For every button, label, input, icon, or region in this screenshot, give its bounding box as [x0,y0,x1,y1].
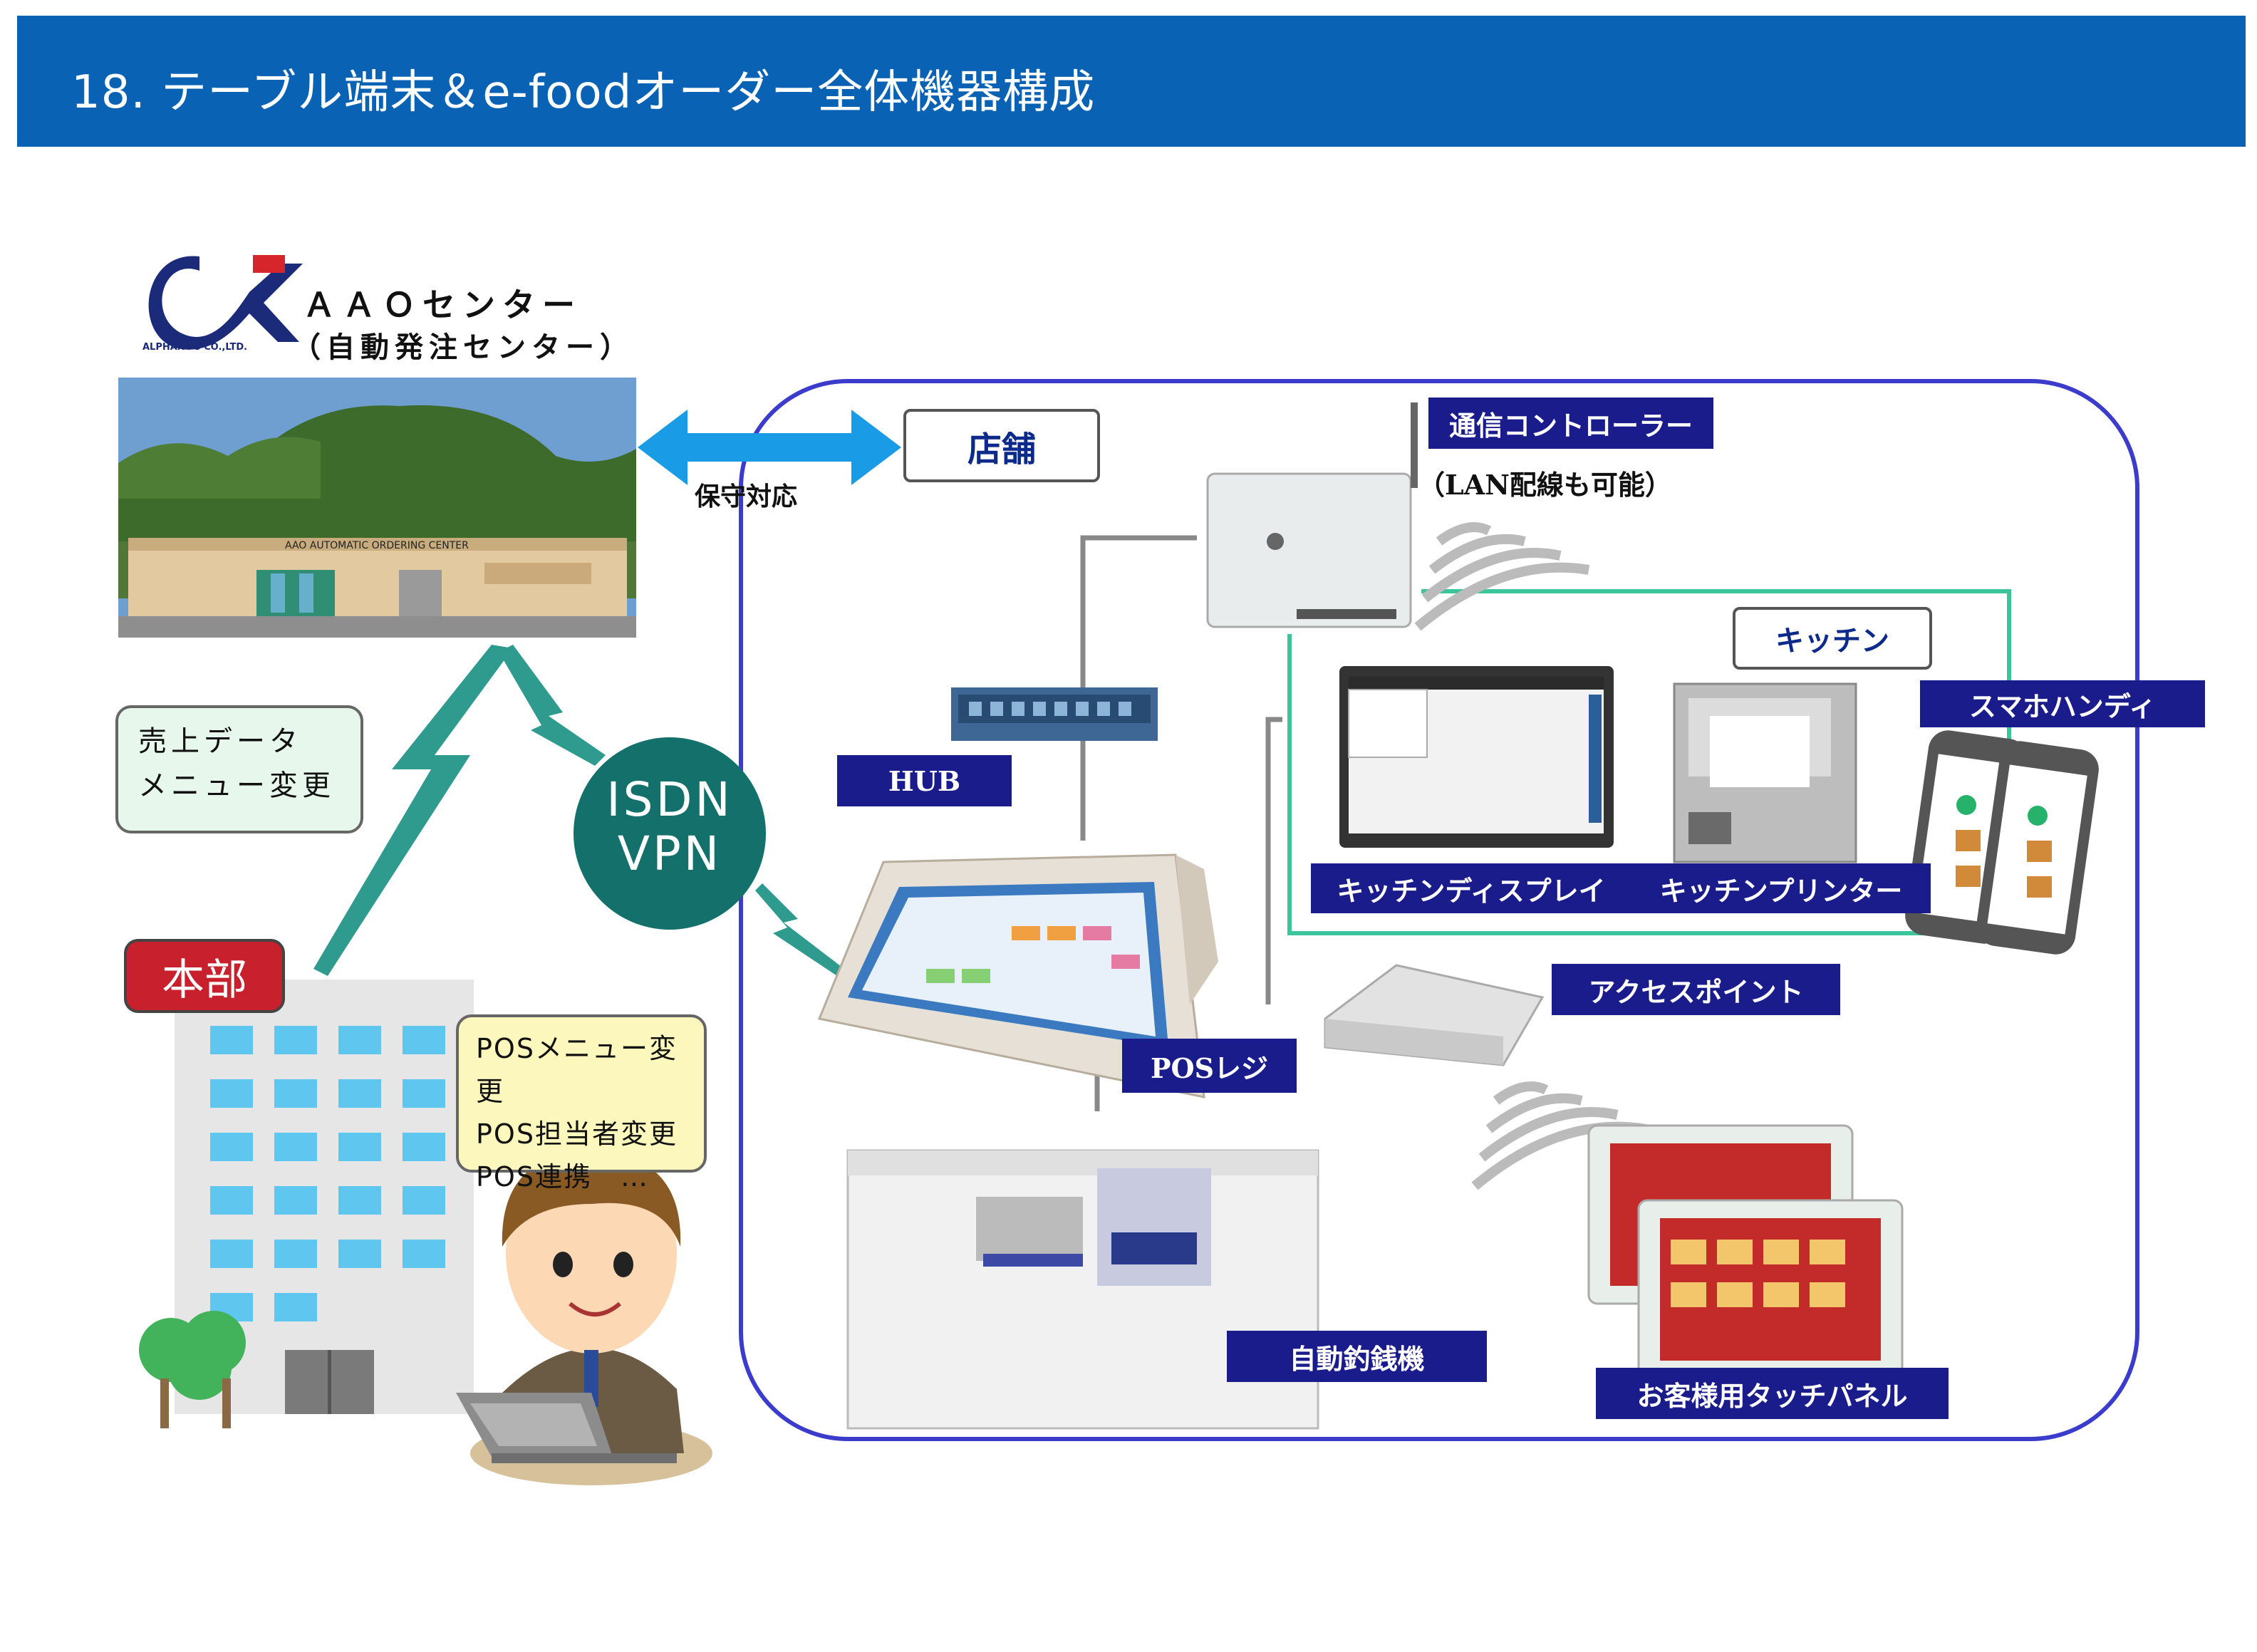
kitchen-display-icon [1339,666,1614,848]
bolt-aao-isdn [499,645,606,766]
bolt-hq-aao [313,645,513,976]
building-sign: AAO AUTOMATIC ORDERING CENTER [285,540,469,551]
smartphone-label: スマホハンディ [1920,680,2205,727]
kitchen-printer-label: キッチンプリンター [1631,863,1931,913]
isdn-vpn-circle [574,737,766,930]
store-label: 店舗 [903,409,1100,482]
aao-building-photo [118,378,636,638]
bolt-isdn-pos [755,883,844,976]
controller-note: （LAN配線も可能） [1418,469,1672,501]
kitchen-label: キッチン [1733,607,1932,670]
menu-change-line: メニュー変更 [138,769,335,802]
pos-staff-change-line: POS担当者変更 [476,1118,678,1150]
access-point-label: アクセスポイント [1552,964,1840,1015]
hub-device-icon [951,687,1158,741]
kitchen-display-label: キッチンディスプレイ [1311,863,1631,913]
hq-building-icon [139,980,474,1428]
isdn-vpn-label: ISDN VPN [574,773,766,881]
maintenance-label: 保守対応 [695,482,798,511]
change-machine-label: 自動釣銭機 [1227,1331,1487,1382]
pos-cable [1265,717,1282,1004]
operator-person-icon [456,1150,712,1485]
pos-integration-line: POS連携 … [476,1161,649,1193]
kitchen-printer-icon [1673,682,1857,863]
hq-label: 本部 [124,939,285,1013]
hub-label: HUB [837,755,1012,806]
access-point-icon [1324,964,1545,1066]
smartphone-icon [1905,730,2099,955]
alpha-logo-caption: ALPHAX FS CO.,LTD. [142,342,248,353]
controller-label: 通信コントローラー [1428,398,1713,449]
alpha-logo-icon [148,255,303,350]
touch-panel-label: お客様用タッチパネル [1596,1368,1949,1419]
page-title: 18. テーブル端末＆e-foodオーダー全体機器構成 [71,66,1096,119]
pos-label: POSレジ [1122,1039,1297,1093]
aao-center-title: ＡＡＯセンター [303,286,582,324]
isdn-label: ISDN [606,772,733,827]
hq-operations-note: POSメニュー変更 POS担当者変更 POS連携 … [456,1014,707,1193]
vpn-label: VPN [617,826,722,881]
aao-center-subtitle: （自動発注センター） [292,331,634,364]
maintenance-arrow [638,410,901,485]
store-boundary [739,379,2139,1441]
sales-data-line: 売上データ [138,725,302,758]
controller-wifi-waves [1414,522,1590,631]
pos-menu-change-line: POSメニュー変更 [476,1033,678,1107]
change-machine-icon [846,1149,1319,1430]
touch-panel-icon [1587,1124,1904,1380]
pos-terminal-icon [817,853,1218,1098]
controller-device-icon [1206,402,1418,628]
sales-data-note: 売上データ メニュー変更 [115,705,363,833]
header-bar [17,16,2246,147]
